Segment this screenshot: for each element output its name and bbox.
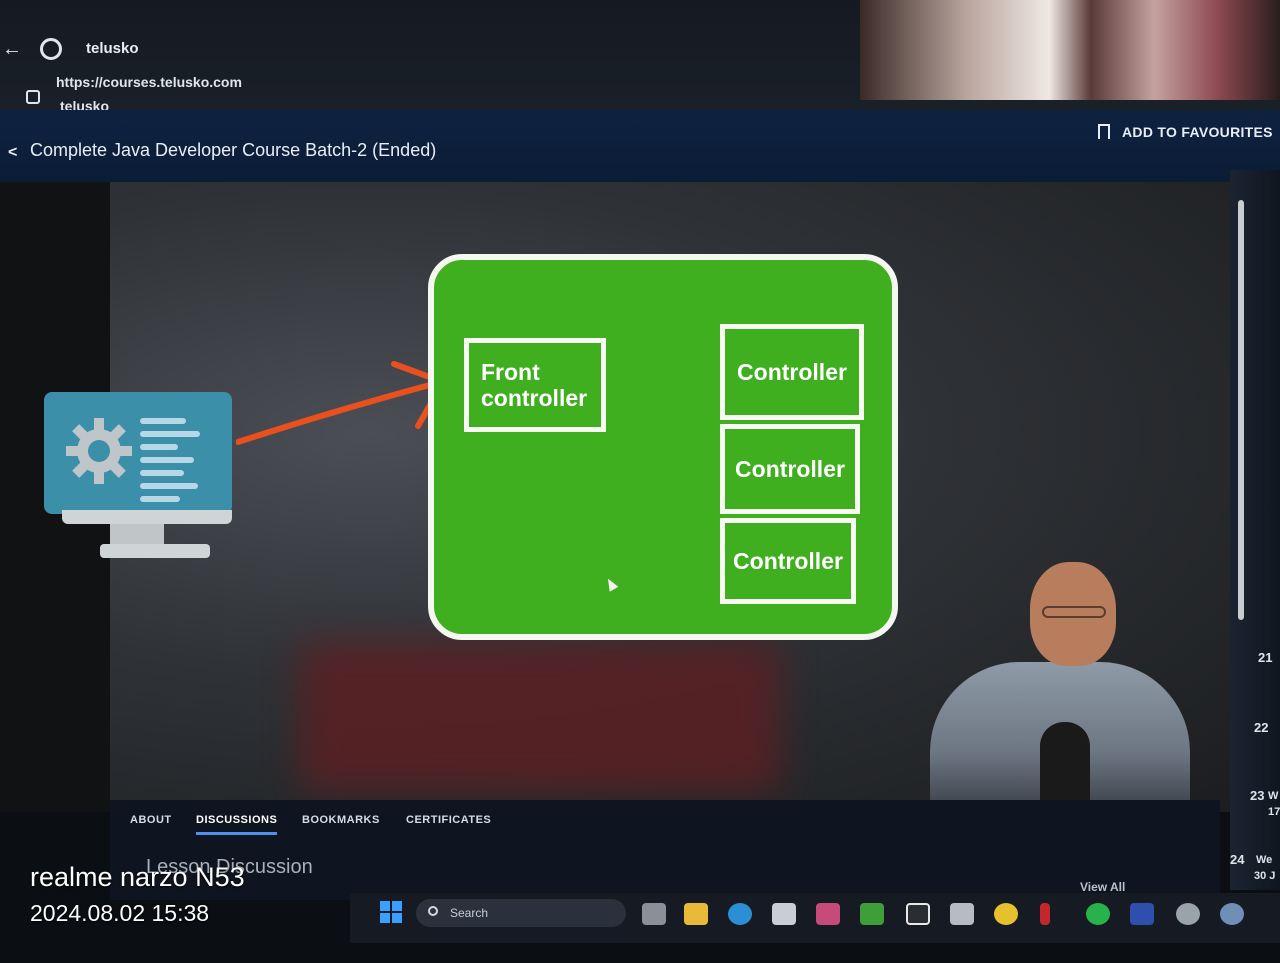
edge-browser-icon[interactable]: [728, 903, 752, 925]
windows-taskbar: Search: [350, 893, 1280, 943]
task-view-icon[interactable]: [642, 903, 666, 925]
client-computer-illustration: [44, 392, 234, 562]
file-explorer-icon[interactable]: [684, 903, 708, 925]
browser-chrome: ← telusko https://courses.telusko.com te…: [0, 0, 1280, 114]
chevron-left-icon[interactable]: <: [8, 144, 18, 161]
schedule-sidebar: 21 22 23 W 17 24 We 30 J: [1230, 170, 1280, 890]
controller-box: Controller: [720, 424, 860, 514]
address-url[interactable]: https://courses.telusko.com: [56, 74, 242, 90]
calendar-day-label: W: [1268, 790, 1279, 802]
lesson-discussion-heading: Lesson Discussion: [146, 856, 313, 878]
front-controller-label-line2: controller: [481, 385, 588, 411]
sidebar-scrollbar[interactable]: [1238, 200, 1244, 620]
system-tray-icon[interactable]: [1220, 903, 1244, 925]
search-label: Search: [450, 906, 489, 920]
ide-icon[interactable]: [1130, 903, 1154, 925]
calendar-day[interactable]: 21: [1258, 650, 1273, 665]
dispatcher-diagram-board: Front controller Controller Controller C…: [428, 254, 898, 640]
calendar-day[interactable]: 24: [1230, 852, 1245, 867]
view-all-link[interactable]: View All: [1080, 880, 1126, 894]
site-favicon-icon: [40, 38, 62, 60]
camera-watermark: realme narzo N53 2024.08.02 15:38: [30, 860, 245, 928]
text-editor-icon[interactable]: [906, 903, 930, 925]
course-tabs: ABOUT DISCUSSIONS BOOKMARKS CERTIFICATES…: [110, 800, 1220, 900]
front-controller-box: Front controller: [464, 338, 606, 432]
calendar-day-sublabel: 30 J: [1254, 870, 1276, 882]
tab-bookmarks[interactable]: BOOKMARKS: [302, 814, 380, 826]
monitor-base: [100, 544, 210, 558]
video-player[interactable]: Front controller Controller Controller C…: [0, 182, 1230, 812]
video-background-blur: [300, 642, 780, 792]
site-name: telusko: [86, 40, 139, 57]
back-arrow-icon[interactable]: ←: [2, 38, 22, 60]
app-icon[interactable]: [950, 903, 974, 925]
xbox-icon[interactable]: [860, 903, 884, 925]
calendar-day-label: We: [1256, 854, 1273, 866]
media-app-icon[interactable]: [816, 903, 840, 925]
watermark-datetime: 2024.08.02 15:38: [30, 900, 210, 926]
netflix-icon[interactable]: [1040, 903, 1050, 925]
gear-icon: [66, 418, 132, 484]
windows-start-icon[interactable]: [380, 901, 402, 923]
lock-icon: [26, 90, 40, 104]
microphone: [1040, 722, 1090, 812]
request-arrow: [236, 361, 446, 445]
course-header: < Complete Java Developer Course Batch-2…: [0, 110, 1280, 182]
tab-discussions[interactable]: DISCUSSIONS: [196, 814, 278, 835]
tab-certificates[interactable]: CERTIFICATES: [406, 814, 492, 826]
controller-box: Controller: [720, 324, 864, 420]
controller-box: Controller: [720, 518, 856, 604]
monitor-screen: [44, 392, 232, 514]
course-title: Complete Java Developer Course Batch-2 (…: [30, 140, 437, 160]
sticky-app-icon[interactable]: [994, 903, 1018, 925]
code-lines: [140, 418, 200, 509]
background-curtain: [860, 0, 1280, 100]
monitor-stand: [110, 524, 164, 546]
taskbar-search[interactable]: Search: [416, 899, 626, 927]
calendar-day[interactable]: 22: [1254, 720, 1269, 735]
tab-about[interactable]: ABOUT: [130, 814, 172, 826]
monitor-bezel: [62, 510, 232, 524]
search-icon: [428, 906, 438, 916]
bookmark-icon[interactable]: [1098, 124, 1110, 139]
presenter-video: [930, 562, 1200, 812]
whatsapp-icon[interactable]: [1086, 903, 1110, 925]
add-to-favourites-button[interactable]: ADD TO FAVOURITES: [1122, 124, 1273, 140]
calendar-day[interactable]: 23: [1250, 788, 1265, 803]
settings-gear-icon[interactable]: [1176, 903, 1200, 925]
front-controller-label-line1: Front: [481, 359, 540, 385]
calendar-day-sublabel: 17: [1268, 806, 1280, 818]
watermark-device: realme narzo N53: [30, 862, 245, 892]
presenter-glasses: [1042, 606, 1106, 618]
store-icon[interactable]: [772, 903, 796, 925]
